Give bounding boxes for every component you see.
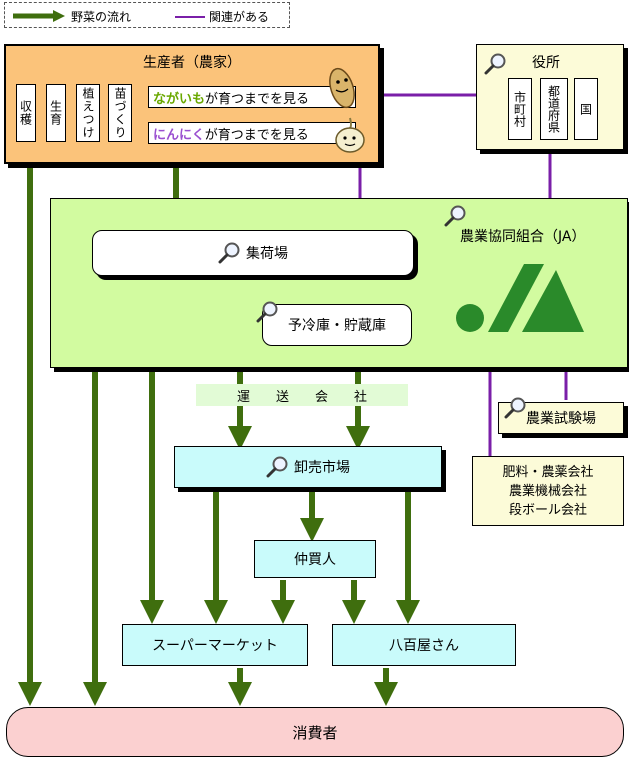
- government-title: 役所: [532, 55, 560, 71]
- task-seedling: 苗づくり: [108, 84, 132, 142]
- legend: 野菜の流れ 関連がある: [4, 2, 290, 28]
- legend-flow-label: 野菜の流れ: [71, 10, 132, 24]
- suppliers-box: 肥料・農薬会社 農業機械会社 段ボール会社: [472, 456, 624, 526]
- supermarket-label: スーパーマーケット: [152, 638, 278, 654]
- magnifier-icon: [266, 456, 288, 478]
- govt-nation: 国: [574, 78, 598, 140]
- consumer-label: 消費者: [292, 723, 338, 742]
- govt-municipality: 市町村: [508, 78, 532, 140]
- magnifier-icon: [218, 242, 240, 264]
- storage-label: 予冷庫・貯蔵庫: [288, 318, 386, 334]
- relation-legend-icon: [175, 16, 205, 18]
- govt-prefecture: 都道府県: [540, 78, 568, 140]
- magnifier-icon[interactable]: [444, 204, 468, 228]
- ja-title: 農業協同組合（JA）: [460, 229, 586, 245]
- greengrocer-box: 八百屋さん: [332, 624, 516, 666]
- storage-link[interactable]: 予冷庫・貯蔵庫: [262, 304, 412, 346]
- supermarket-box: スーパーマーケット: [122, 624, 308, 666]
- wholesale-market-label: 卸売市場: [294, 460, 350, 476]
- nagaimo-keyword: ながいも: [153, 91, 206, 107]
- magnifier-icon[interactable]: [256, 300, 280, 324]
- ja-logo: [456, 264, 584, 332]
- test-station-label: 農業試験場: [526, 411, 596, 427]
- supplier-fertilizer: 肥料・農薬会社: [502, 465, 594, 480]
- producer-title: 生産者（農家）: [143, 55, 241, 71]
- task-planting: 植えつけ: [76, 84, 100, 142]
- task-growth: 生育: [46, 84, 66, 142]
- yam-icon[interactable]: [322, 64, 362, 110]
- garlic-keyword: にんにく: [153, 127, 205, 143]
- consumer-box: 消費者: [6, 707, 624, 757]
- magnifier-icon[interactable]: [504, 396, 528, 420]
- wholesale-market-link[interactable]: 卸売市場: [174, 446, 442, 488]
- magnifier-icon[interactable]: [484, 52, 508, 76]
- watch-nagaimo-link[interactable]: ながいも が育つまでを見る: [148, 86, 356, 108]
- nagaimo-text: が育つまでを見る: [205, 91, 310, 107]
- garlic-icon[interactable]: [332, 114, 368, 154]
- legend-relation-label: 関連がある: [209, 10, 270, 24]
- supplier-cardboard: 段ボール会社: [508, 503, 587, 518]
- collection-site-link[interactable]: 集荷場: [92, 230, 414, 276]
- collection-site-label: 集荷場: [246, 246, 288, 262]
- flow-legend-icon: [13, 10, 65, 22]
- supplier-machinery: 農業機械会社: [508, 484, 587, 499]
- task-harvest: 収穫: [16, 84, 36, 142]
- transport-company: 運 送 会 社: [196, 384, 408, 406]
- greengrocer-label: 八百屋さん: [389, 638, 459, 654]
- watch-garlic-link[interactable]: にんにく が育つまでを見る: [148, 122, 356, 144]
- garlic-text: が育つまでを見る: [204, 127, 309, 143]
- broker-label: 仲買人: [294, 552, 336, 568]
- broker-box: 仲買人: [254, 540, 376, 578]
